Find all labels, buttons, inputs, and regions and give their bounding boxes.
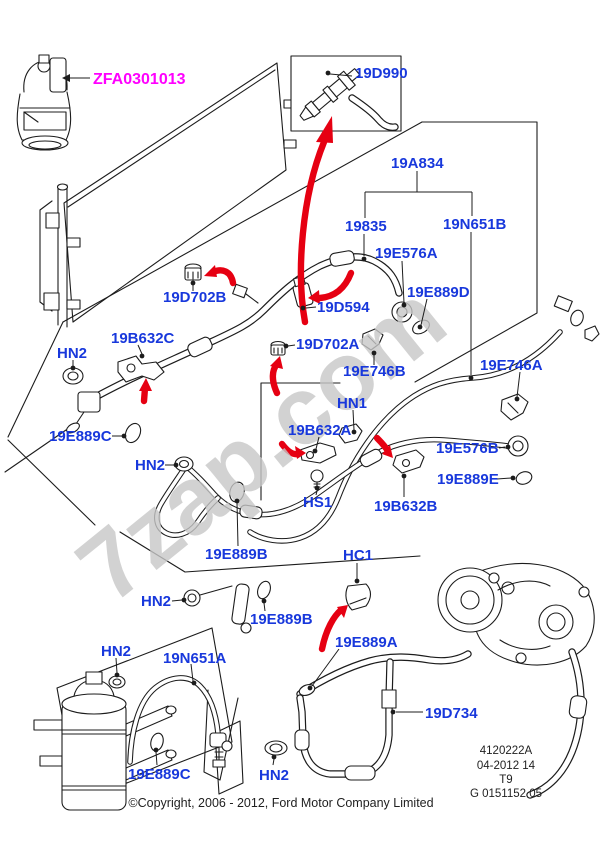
inset-box bbox=[290, 55, 402, 132]
part-label-19e889c-1[interactable]: 19E889C bbox=[49, 428, 112, 445]
nut-hn2-5 bbox=[264, 740, 288, 756]
ref-date-code: 04-2012 14 bbox=[477, 760, 536, 772]
group-outlines bbox=[4, 121, 538, 803]
valve-19d990-drawing bbox=[299, 68, 361, 121]
part-label-19e576b[interactable]: 19E576B bbox=[436, 440, 499, 457]
part-label-19n651a[interactable]: 19N651A bbox=[163, 650, 227, 667]
part-label-19e746b[interactable]: 19E746B bbox=[343, 363, 406, 380]
receiver-drier-drawing bbox=[33, 671, 177, 811]
clip-hn1 bbox=[338, 423, 363, 444]
part-label-19e889d[interactable]: 19E889D bbox=[407, 284, 470, 301]
lower-pipe-assembly bbox=[154, 435, 533, 538]
part-label-19e889b-1[interactable]: 19E889B bbox=[205, 546, 268, 563]
part-label-hs1[interactable]: HS1 bbox=[303, 494, 332, 511]
part-labels: ZFA0301013 19D990 19A834 19835 19N651B 1… bbox=[49, 65, 543, 784]
part-label-hn2-3[interactable]: HN2 bbox=[141, 593, 171, 610]
part-label-19a834[interactable]: 19A834 bbox=[391, 155, 444, 172]
refrigerant-bottle-drawing bbox=[16, 54, 72, 151]
condenser-drawing bbox=[43, 62, 297, 328]
leader-lines bbox=[62, 70, 521, 766]
part-label-19d702b[interactable]: 19D702B bbox=[163, 289, 227, 306]
clamp-19e746b bbox=[361, 328, 384, 351]
arrow-to-inset bbox=[297, 138, 328, 326]
bracket-19b632c bbox=[117, 355, 165, 383]
reference-block: 4120222A 04-2012 14 T9 G 0151152 05 bbox=[470, 745, 542, 800]
cap-19d702a bbox=[270, 340, 286, 356]
arrow-hc1 bbox=[318, 606, 345, 653]
part-label-19e889e[interactable]: 19E889E bbox=[437, 471, 499, 488]
link-rod bbox=[231, 583, 250, 625]
compressor-hose-assembly bbox=[294, 648, 588, 799]
arrow-19d594 bbox=[316, 269, 355, 302]
part-label-hn2-2[interactable]: HN2 bbox=[135, 457, 165, 474]
part-label-19b632c[interactable]: 19B632C bbox=[111, 330, 175, 347]
ref-drawing-no: G 0151152 05 bbox=[470, 788, 542, 800]
part-label-hn2-5[interactable]: HN2 bbox=[259, 767, 289, 784]
red-arrows bbox=[139, 116, 393, 653]
part-label-19835[interactable]: 19835 bbox=[345, 218, 387, 235]
ref-part-number: 4120222A bbox=[480, 745, 533, 757]
fitting-19e576b bbox=[507, 435, 529, 457]
clamp-19e746a bbox=[500, 393, 529, 421]
part-label-hn2-4[interactable]: HN2 bbox=[101, 643, 131, 660]
seal-19e889c-1 bbox=[124, 422, 142, 444]
copyright-text: ©Copyright, 2006 - 2012, Ford Motor Comp… bbox=[128, 796, 433, 810]
cap-19d702b bbox=[184, 263, 202, 281]
seal-19e889b-1 bbox=[229, 481, 245, 503]
part-label-hc1[interactable]: HC1 bbox=[343, 547, 373, 564]
part-label-hn1[interactable]: HN1 bbox=[337, 395, 367, 412]
part-label-19b632b[interactable]: 19B632B bbox=[374, 498, 438, 515]
clamp-hc1 bbox=[345, 583, 372, 611]
highlight-label-zfa0301013: ZFA0301013 bbox=[93, 71, 186, 88]
part-label-19d594[interactable]: 19D594 bbox=[317, 299, 370, 316]
seal-19e889e bbox=[515, 471, 533, 485]
part-label-19e576a[interactable]: 19E576A bbox=[375, 245, 438, 262]
part-label-19d734[interactable]: 19D734 bbox=[425, 705, 478, 722]
part-label-19b632a[interactable]: 19B632A bbox=[288, 422, 352, 439]
part-label-hn2-1[interactable]: HN2 bbox=[57, 345, 87, 362]
suction-hose-assembly bbox=[66, 250, 430, 444]
compressor-drawing bbox=[437, 562, 595, 666]
liquid-line-assembly bbox=[247, 295, 600, 544]
fitting-19e576a bbox=[391, 301, 413, 323]
part-label-19e889a[interactable]: 19E889A bbox=[335, 634, 398, 651]
part-label-19d990[interactable]: 19D990 bbox=[355, 65, 408, 82]
part-label-19e889b-2[interactable]: 19E889B bbox=[250, 611, 313, 628]
pipe-19n651a-drawing bbox=[108, 675, 288, 768]
clamps-and-brackets bbox=[62, 328, 529, 611]
mid-link-assembly bbox=[183, 580, 271, 634]
nut-hn2-4 bbox=[108, 675, 126, 689]
part-label-19e889c-2[interactable]: 19E889C bbox=[128, 766, 191, 783]
seal-19e889b-2 bbox=[257, 580, 271, 600]
part-label-19e746a[interactable]: 19E746A bbox=[480, 357, 543, 374]
part-label-19d702a[interactable]: 19D702A bbox=[296, 336, 360, 353]
ref-sheet-code: T9 bbox=[499, 774, 512, 786]
part-label-19n651b[interactable]: 19N651B bbox=[443, 216, 507, 233]
grommet-hn2-3 bbox=[183, 589, 201, 607]
